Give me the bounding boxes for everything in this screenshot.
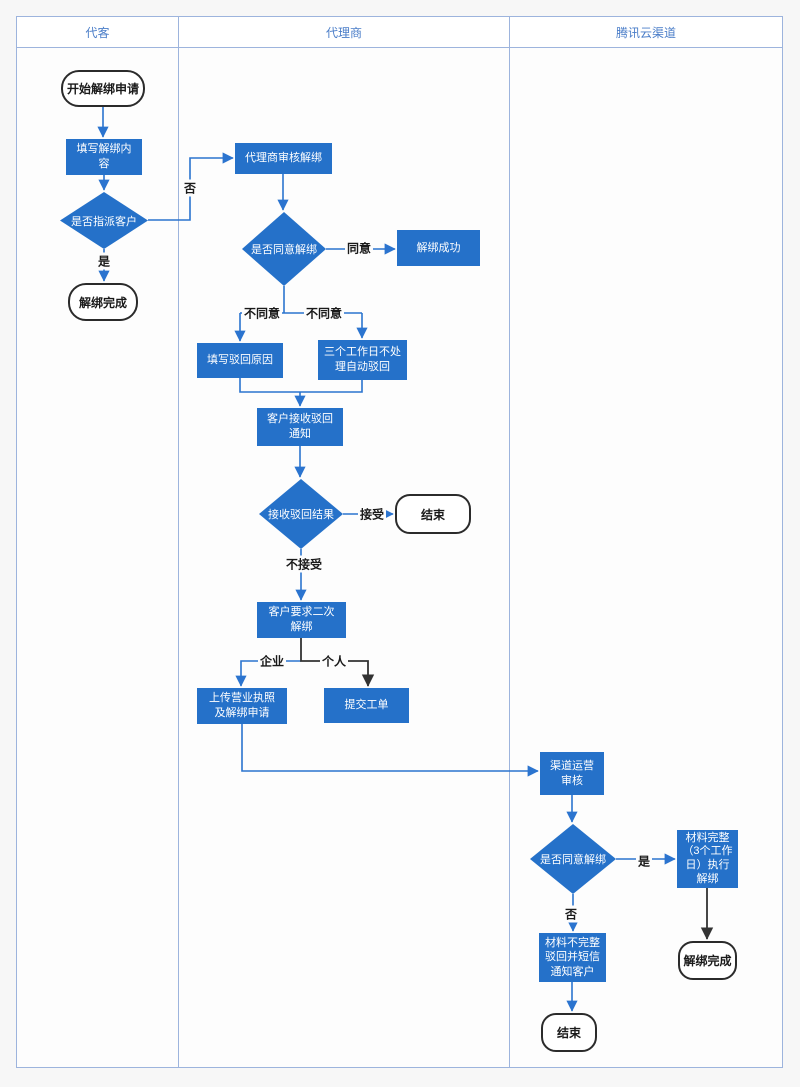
node-material-complete-execute-unbind: 材料完整（3个工作日）执行解绑	[677, 830, 738, 888]
node-material-incomplete-reject-sms: 材料不完整驳回并短信通知客户	[539, 933, 606, 982]
node-customer-second-unbind: 客户要求二次解绑	[257, 602, 346, 638]
lane-divider-2	[509, 48, 510, 1068]
edge-label-no-channel: 否	[562, 905, 580, 923]
node-end-1: 结束	[395, 494, 471, 534]
lane-header-tencent-channel: 腾讯云渠道	[615, 25, 676, 40]
flow-arrow	[241, 724, 539, 777]
node-auto-reject-3-workdays: 三个工作日不处理自动驳回	[318, 340, 407, 380]
edge-label-disagree-left: 不同意	[241, 304, 283, 322]
node-upload-license-and-application: 上传营业执照及解绑申请	[197, 688, 287, 724]
node-channel-operation-review: 渠道运营审核	[540, 752, 604, 795]
edge-label-yes-channel: 是	[635, 852, 653, 870]
edge-label-personal: 个人	[319, 652, 349, 670]
node-fill-reject-reason: 填写驳回原因	[197, 343, 283, 378]
edge-label-agree: 同意	[344, 239, 374, 257]
node-end-2: 结束	[541, 1013, 597, 1052]
node-submit-ticket: 提交工单	[324, 688, 409, 723]
edge-label-disagree-right: 不同意	[303, 304, 345, 322]
swimlane-header: 代客 代理商 腾讯云渠道	[16, 16, 783, 48]
node-agent-review-unbind: 代理商审核解绑	[235, 143, 332, 174]
flow-line	[239, 378, 363, 393]
swimlane-frame	[16, 16, 783, 1068]
node-unbind-complete-2: 解绑完成	[678, 941, 737, 980]
node-fill-unbind-content: 填写解绑内容	[66, 139, 142, 175]
edge-label-no: 否	[181, 179, 199, 197]
node-unbind-success: 解绑成功	[397, 230, 480, 266]
edge-label-accept: 接受	[357, 505, 387, 523]
lane-header-customer: 代客	[17, 17, 179, 47]
edge-label-enterprise: 企业	[257, 652, 287, 670]
edge-label-yes: 是	[95, 252, 113, 270]
node-customer-receive-reject-notice: 客户接收驳回通知	[257, 408, 343, 446]
edge-label-not-accept: 不接受	[283, 555, 325, 573]
node-unbind-complete-1: 解绑完成	[68, 283, 138, 321]
lane-divider-1	[178, 48, 179, 1068]
node-start-unbind-request: 开始解绑申请	[61, 70, 145, 107]
lane-header-agent: 代理商	[179, 17, 510, 47]
